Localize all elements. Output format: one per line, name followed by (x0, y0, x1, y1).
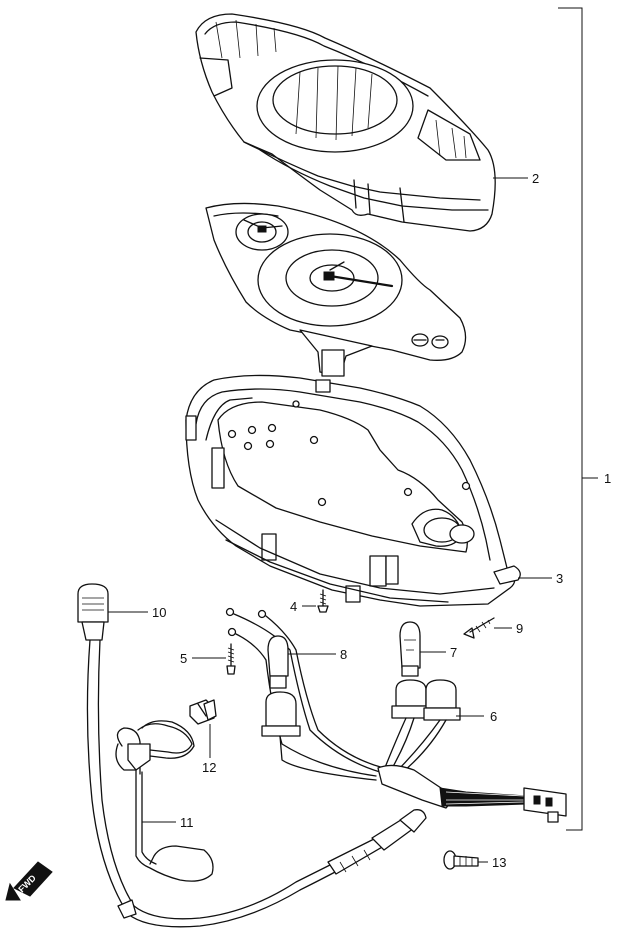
callout-1: 1 (604, 471, 611, 486)
lower-case-part (185, 374, 521, 607)
screw-part-5 (226, 643, 236, 675)
meter-dial-unit (205, 202, 467, 377)
callout-11: 11 (180, 815, 194, 830)
callout-9: 9 (516, 621, 523, 636)
bolt-part-12 (189, 699, 217, 725)
bulb-part-7 (399, 621, 421, 677)
assembly-bracket (558, 7, 598, 831)
callout-10: 10 (152, 605, 166, 620)
callout-4: 4 (290, 599, 297, 614)
callout-2: 2 (532, 171, 539, 186)
callout-5: 5 (180, 651, 187, 666)
cable-clamp (115, 720, 214, 882)
screw-part-4 (317, 589, 329, 613)
callout-8: 8 (340, 647, 347, 662)
callout-6: 6 (490, 709, 497, 724)
callout-7: 7 (450, 645, 457, 660)
callout-3: 3 (556, 571, 563, 586)
callout-12: 12 (202, 760, 216, 775)
bolt-part-13 (443, 850, 479, 870)
wiring-harness (225, 607, 567, 823)
callout-labels: 1 2 3 4 5 6 7 8 9 10 11 12 13 (152, 171, 611, 870)
fwd-arrow: FWD (5, 861, 53, 901)
callout-13: 13 (492, 855, 506, 870)
speedometer-cable (77, 583, 427, 928)
screw-part-9 (463, 617, 495, 639)
meter-cover-part (195, 13, 496, 232)
